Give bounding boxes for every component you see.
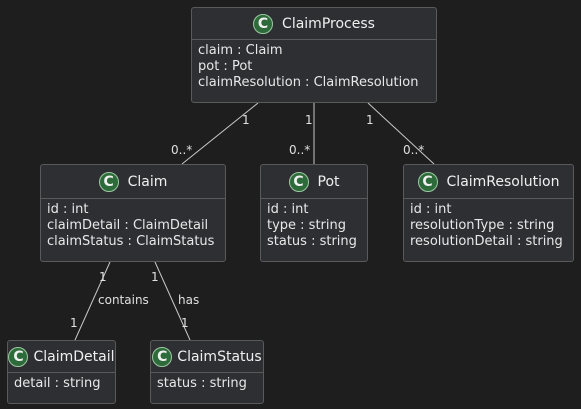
edge-claim-status: [154, 261, 191, 341]
class-name: Pot: [317, 173, 340, 190]
class-name: ClaimResolution: [446, 173, 560, 190]
class-name: ClaimStatus: [177, 348, 262, 365]
multiplicity-label: 0..*: [171, 143, 193, 157]
attribute-list: claim : Claim pot : Pot claimResolution …: [192, 40, 436, 91]
class-name: Claim: [127, 173, 168, 190]
attribute: claimResolution : ClaimResolution: [198, 75, 419, 90]
class-icon: C: [152, 346, 173, 367]
multiplicity-label: 1: [242, 113, 250, 127]
multiplicity-label: 1: [366, 113, 374, 127]
multiplicity-label: 1: [99, 270, 107, 284]
relation-label: contains: [98, 293, 149, 307]
class-name: ClaimProcess: [282, 15, 375, 32]
attribute: id : int: [410, 202, 452, 217]
class-claimprocess[interactable]: C ClaimProcess claim : Claim pot : Pot c…: [191, 7, 437, 103]
attribute: resolutionDetail : string: [410, 234, 563, 249]
attribute: id : int: [267, 202, 309, 217]
edge-process-claim: [181, 102, 259, 165]
class-claim[interactable]: C Claim id : int claimDetail : ClaimDeta…: [40, 164, 226, 262]
attribute: id : int: [47, 202, 89, 217]
class-header: C ClaimResolution: [404, 165, 573, 199]
attribute-list: status : string: [151, 373, 263, 392]
class-header: C ClaimDetail: [8, 341, 115, 373]
attribute-list: id : int resolutionType : string resolut…: [404, 199, 573, 250]
class-icon: C: [253, 13, 274, 34]
attribute-list: id : int claimDetail : ClaimDetail claim…: [41, 199, 225, 250]
relation-label: has: [178, 293, 200, 307]
edge-claim-detail: [74, 261, 111, 341]
multiplicity-label: 0..*: [403, 143, 425, 157]
attribute: status : string: [267, 234, 357, 249]
class-icon: C: [8, 346, 29, 367]
class-icon: C: [417, 171, 438, 192]
class-name: ClaimDetail: [33, 348, 115, 365]
multiplicity-label: 1: [70, 316, 78, 330]
attribute: claim : Claim: [198, 43, 283, 58]
class-header: C Claim: [41, 165, 225, 199]
attribute: status : string: [157, 376, 247, 391]
attribute: claimStatus : ClaimStatus: [47, 234, 215, 249]
class-header: C ClaimProcess: [192, 8, 436, 40]
class-header: C ClaimStatus: [151, 341, 263, 373]
multiplicity-label: 0..*: [289, 143, 311, 157]
attribute: detail : string: [14, 376, 101, 391]
multiplicity-label: 1: [181, 316, 189, 330]
class-pot[interactable]: C Pot id : int type : string status : st…: [260, 164, 368, 262]
attribute: type : string: [267, 218, 347, 233]
class-icon: C: [288, 171, 309, 192]
attribute-list: id : int type : string status : string: [261, 199, 367, 250]
class-claimdetail[interactable]: C ClaimDetail detail : string: [7, 340, 116, 404]
class-claimresolution[interactable]: C ClaimResolution id : int resolutionTyp…: [403, 164, 574, 262]
attribute: resolutionType : string: [410, 218, 555, 233]
attribute: pot : Pot: [198, 59, 253, 74]
attribute-list: detail : string: [8, 373, 115, 392]
attribute: claimDetail : ClaimDetail: [47, 218, 209, 233]
edge-process-resolution: [367, 102, 435, 165]
multiplicity-label: 1: [305, 113, 313, 127]
class-claimstatus[interactable]: C ClaimStatus status : string: [150, 340, 264, 404]
multiplicity-label: 1: [151, 270, 159, 284]
class-icon: C: [98, 171, 119, 192]
class-header: C Pot: [261, 165, 367, 199]
